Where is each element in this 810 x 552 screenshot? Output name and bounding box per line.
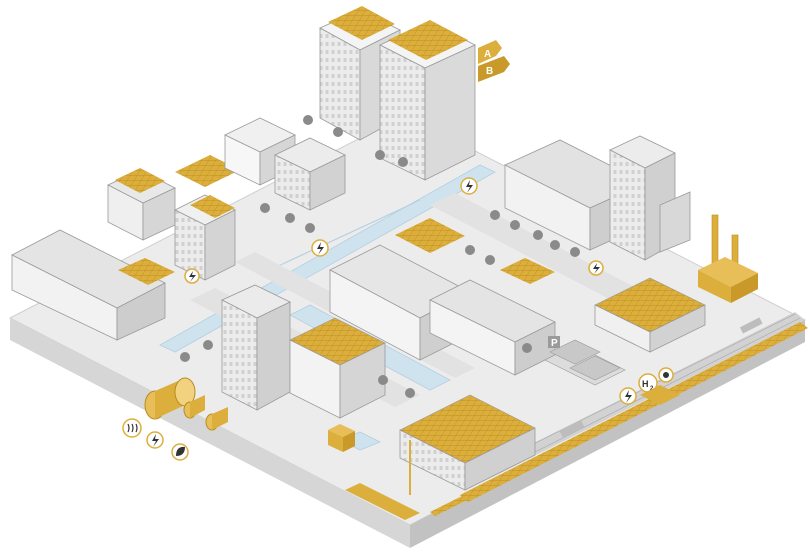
lightning-icon bbox=[619, 387, 637, 405]
station-hall bbox=[594, 277, 706, 353]
energy-label-b: B bbox=[486, 66, 493, 77]
hydrogen-plant-icon bbox=[640, 367, 680, 405]
energy-label-a: A bbox=[484, 49, 491, 60]
tower-right bbox=[609, 135, 691, 261]
office-tower-center-left bbox=[221, 284, 291, 411]
house-cluster-upper bbox=[224, 117, 346, 211]
office-block-solar bbox=[289, 317, 386, 419]
residential-row-bottom bbox=[399, 394, 536, 495]
solar-panel-row bbox=[430, 322, 808, 516]
lightning-icon bbox=[184, 268, 200, 284]
house-cluster-left bbox=[107, 155, 240, 241]
parking-icon: P bbox=[548, 336, 560, 349]
energy-storage-box bbox=[328, 424, 355, 452]
lightning-icon bbox=[460, 177, 478, 195]
leaf-icon bbox=[171, 443, 189, 461]
parking-sign: P bbox=[551, 338, 558, 349]
energy-label-badge: A B bbox=[478, 40, 510, 82]
lightning-icon bbox=[588, 260, 604, 276]
power-plant bbox=[698, 214, 758, 303]
tree-group bbox=[180, 115, 580, 398]
underground-cable bbox=[345, 483, 420, 520]
house-cluster-mid bbox=[174, 194, 236, 281]
tall-building-right bbox=[379, 20, 476, 181]
heat-icon bbox=[122, 418, 142, 438]
lightning-icon bbox=[311, 239, 329, 257]
heat-pipes bbox=[144, 377, 228, 431]
parking-lot bbox=[544, 339, 626, 386]
lightning-icon bbox=[146, 431, 164, 449]
hydrogen-symbol: H bbox=[642, 379, 649, 389]
warehouse-left bbox=[11, 229, 175, 341]
